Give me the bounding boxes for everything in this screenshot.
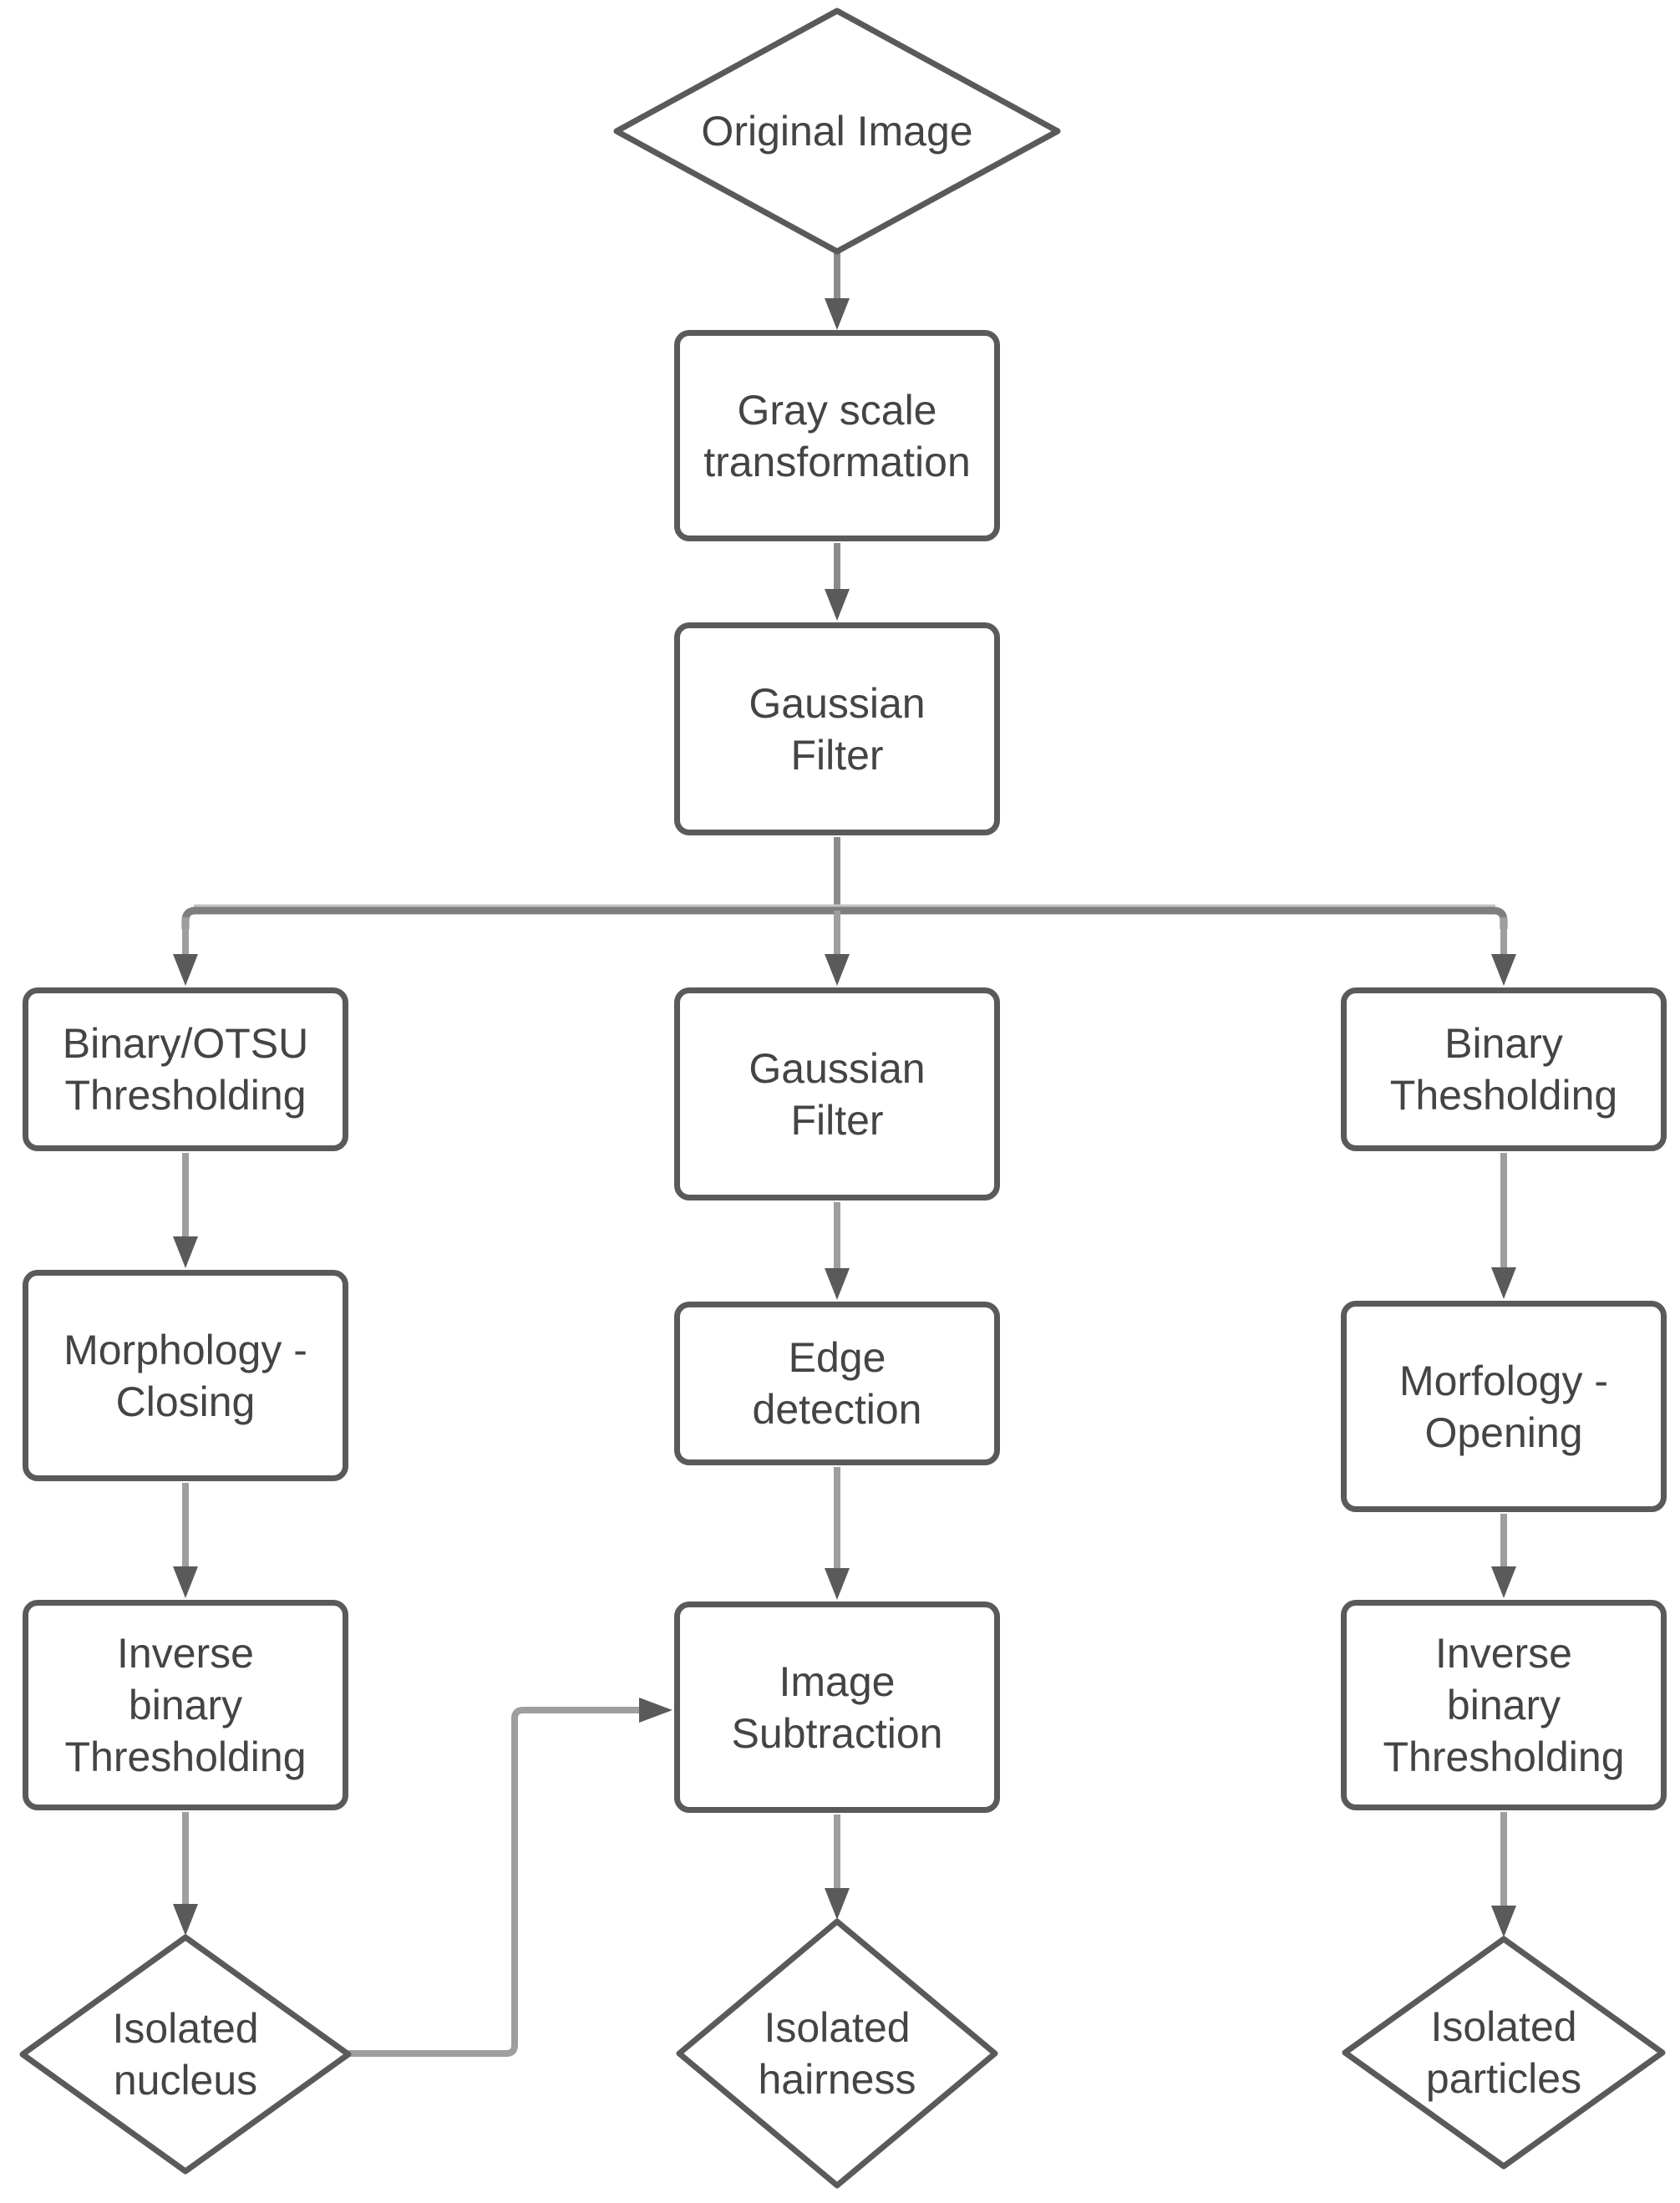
arrowhead-nucleus-to-subtraction xyxy=(639,1698,673,1723)
node-image-subtraction-label: Image Subtraction xyxy=(731,1657,943,1757)
node-gaussian-filter-2: Gaussian Filter xyxy=(674,987,1000,1200)
diamond-isolated-hairness xyxy=(676,1918,998,2189)
node-morfology-opening-label: Morfology - Opening xyxy=(1398,1357,1609,1456)
arrowhead-opening-to-inverseright xyxy=(1491,1566,1516,1598)
arrowhead-original-to-grayscale xyxy=(825,298,850,330)
node-gray-scale-transformation-label: Gray scale transformation xyxy=(703,386,971,485)
edge-nucleus-to-subtraction xyxy=(348,1707,639,2057)
arrowhead-branch-right xyxy=(1491,954,1516,986)
node-gaussian-filter-1: Gaussian Filter xyxy=(674,622,1000,835)
node-edge-detection: Edge detection xyxy=(674,1302,1000,1465)
node-inverse-binary-thresholding-left-label: Inverse binary Thresholding xyxy=(64,1630,307,1780)
node-morfology-opening: Morfology - Opening xyxy=(1341,1301,1667,1512)
diamond-isolated-particles xyxy=(1342,1936,1666,2170)
arrowhead-binaryotsu-to-closing xyxy=(173,1236,198,1268)
node-gray-scale-transformation: Gray scale transformation xyxy=(674,330,1000,541)
arrowhead-closing-to-inverseleft xyxy=(173,1566,198,1598)
arrowhead-thesholding-to-opening xyxy=(1491,1267,1516,1299)
node-image-subtraction: Image Subtraction xyxy=(674,1601,1000,1813)
arrowhead-grayscale-to-gaussian1 xyxy=(825,589,850,621)
node-inverse-binary-thresholding-right-label: Inverse binary Thresholding xyxy=(1383,1630,1625,1780)
node-inverse-binary-thresholding-left: Inverse binary Thresholding xyxy=(23,1600,348,1810)
node-binary-otsu-thresholding: Binary/OTSU Thresholding xyxy=(23,987,348,1151)
node-binary-thesholding-label: Binary Thesholding xyxy=(1389,1020,1618,1119)
node-inverse-binary-thresholding-right: Inverse binary Thresholding xyxy=(1341,1600,1667,1810)
node-gaussian-filter-1-label: Gaussian Filter xyxy=(749,679,926,779)
arrowhead-subtraction-to-hairness xyxy=(825,1888,850,1920)
diamond-original-image xyxy=(613,8,1061,255)
node-binary-otsu-thresholding-label: Binary/OTSU Thresholding xyxy=(62,1020,309,1119)
node-binary-thesholding: Binary Thesholding xyxy=(1341,987,1667,1151)
node-morphology-closing: Morphology - Closing xyxy=(23,1270,348,1481)
arrowhead-branch-mid xyxy=(825,954,850,986)
diamond-isolated-nucleus xyxy=(19,1934,352,2175)
arrowhead-inverseright-to-particles xyxy=(1491,1906,1516,1937)
edge-branch-bar xyxy=(181,906,1508,929)
arrowhead-inverseleft-to-nucleus xyxy=(173,1904,198,1936)
arrowhead-gaussian2-to-edgedetection xyxy=(825,1268,850,1300)
arrowhead-branch-left xyxy=(173,954,198,986)
node-morphology-closing-label: Morphology - Closing xyxy=(63,1326,307,1425)
arrowhead-edgedetection-to-subtraction xyxy=(825,1568,850,1600)
node-gaussian-filter-2-label: Gaussian Filter xyxy=(749,1044,926,1144)
node-edge-detection-label: Edge detection xyxy=(752,1334,922,1433)
